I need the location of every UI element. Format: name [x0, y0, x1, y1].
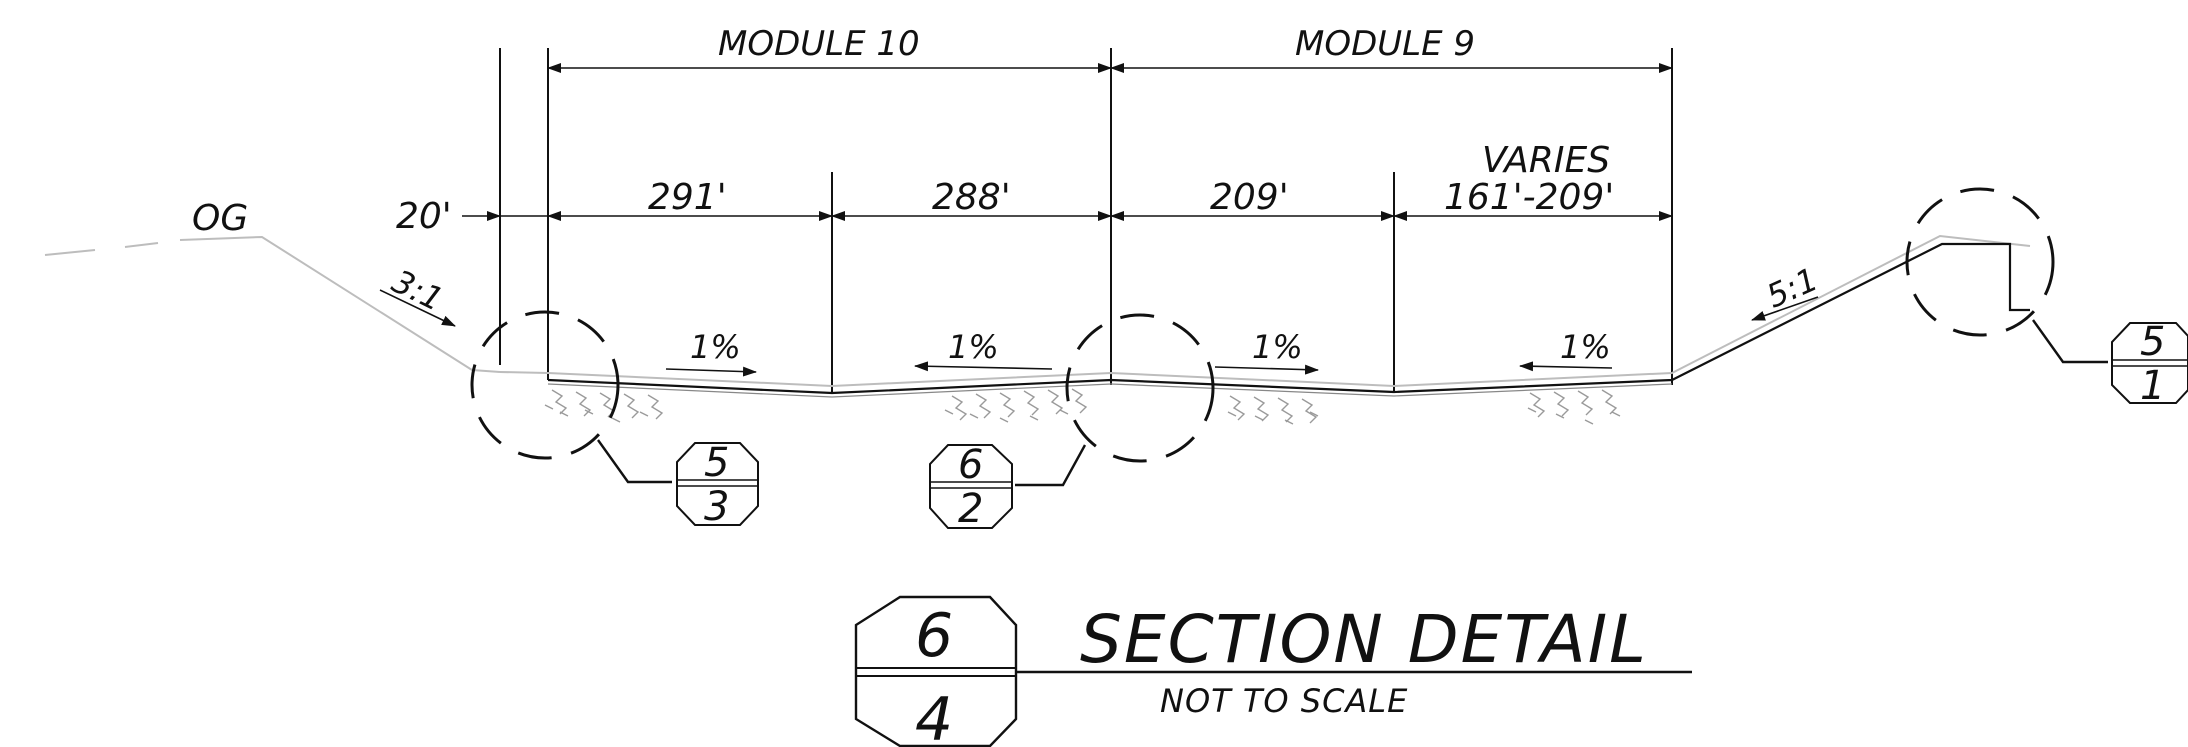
original-ground-line	[44, 235, 501, 373]
og-label: OG	[192, 198, 248, 239]
soil-hatch-mid	[944, 388, 1088, 423]
title-block: 6 4 SECTION DETAIL NOT TO SCALE	[854, 595, 1692, 747]
callout-5-3-top: 5	[704, 440, 729, 486]
detail-circle-left[interactable]	[470, 310, 620, 460]
dim-291-label: 291'	[648, 177, 727, 218]
grade-1-label: 1%	[690, 328, 741, 366]
soil-hatch-right	[1227, 395, 1319, 425]
grade-3-label: 1%	[1252, 328, 1303, 366]
grade-4-label: 1%	[1560, 328, 1611, 366]
soil-hatch-left	[544, 389, 664, 423]
finished-grade-profile	[499, 234, 2031, 398]
callout-5-1-bottom: 1	[2140, 363, 2165, 409]
slope-arrows	[379, 289, 1819, 327]
title-number-top: 6	[915, 601, 953, 671]
grade-2-label: 1%	[948, 328, 999, 366]
detail-circle-right[interactable]	[1905, 187, 2055, 337]
slope-3-1-label: 3:1	[386, 262, 449, 319]
dim-20-label: 20'	[396, 196, 452, 237]
module-9-label: MODULE 9	[1295, 24, 1475, 64]
callout-5-3[interactable]: 5 3	[676, 440, 759, 530]
module-10-label: MODULE 10	[718, 24, 920, 64]
grade-arrows	[665, 361, 1613, 377]
detail-circle-mid[interactable]	[1065, 313, 1215, 463]
title-number-bottom: 4	[915, 685, 953, 747]
callout-5-1-top: 5	[2140, 319, 2165, 365]
callout-5-1[interactable]: 5 1	[2111, 319, 2188, 409]
callout-5-3-bottom: 3	[704, 484, 729, 530]
callout-6-2-bottom: 2	[958, 486, 983, 532]
dim-209-label: 209'	[1210, 177, 1289, 218]
leader-lines	[597, 319, 2108, 487]
callout-6-2-top: 6	[958, 442, 983, 488]
soil-hatch-far-right	[1527, 389, 1621, 425]
section-title: SECTION DETAIL	[1080, 601, 1648, 678]
section-subtitle: NOT TO SCALE	[1160, 682, 1408, 720]
varies-range-label: 161'-209'	[1444, 177, 1614, 218]
callout-6-2[interactable]: 6 2	[929, 442, 1013, 532]
varies-label: VARIES	[1482, 140, 1610, 181]
dim-288-label: 288'	[932, 177, 1011, 218]
